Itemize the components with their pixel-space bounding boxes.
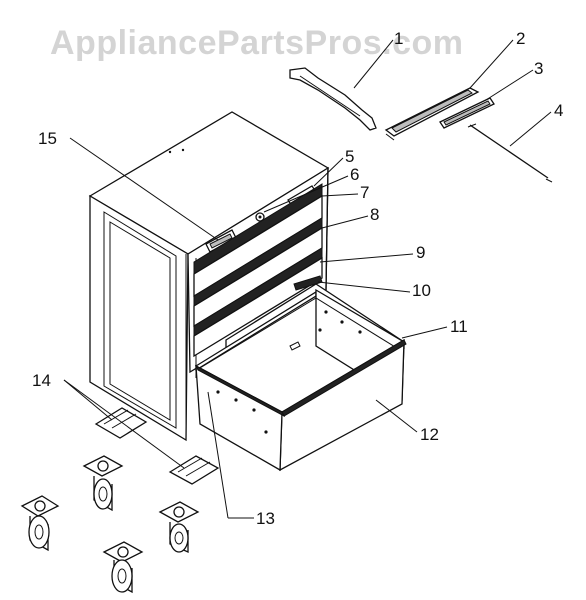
part-14-plates: [94, 407, 220, 485]
part-12-drawer: [194, 283, 407, 472]
part-4-rod: [467, 123, 553, 183]
callout-2: 2: [516, 29, 525, 48]
part-3-slide-piece: [439, 97, 495, 129]
watermark-text: AppliancePartsPros.com: [50, 24, 463, 62]
callout-3: 3: [534, 59, 543, 78]
callout-13: 13: [256, 509, 275, 528]
callout-12: 12: [420, 425, 439, 444]
callout-10: 10: [412, 281, 431, 300]
callout-4: 4: [554, 101, 563, 120]
part-6-lock: [255, 212, 265, 222]
caster-3: [158, 501, 200, 554]
caster-1: [82, 455, 124, 512]
callout-14: 14: [32, 371, 51, 390]
callout-7: 7: [360, 183, 369, 202]
callout-8: 8: [370, 205, 379, 224]
callout-6: 6: [350, 165, 359, 184]
callout-5: 5: [345, 147, 354, 166]
part-2-slide-rail: [384, 87, 480, 141]
callout-labels: 1 2 3 4 5 6 7 8 9 10 11 12 13 14 15: [32, 29, 563, 528]
drawer-fronts: [193, 183, 323, 358]
caster-4: [102, 541, 144, 594]
callout-11: 11: [450, 317, 468, 336]
callout-1: 1: [394, 29, 403, 48]
callout-15: 15: [38, 129, 57, 148]
part-1-bracket: [289, 67, 377, 131]
caster-2: [20, 495, 60, 552]
leader-lines: [63, 39, 552, 519]
callout-9: 9: [416, 243, 425, 262]
